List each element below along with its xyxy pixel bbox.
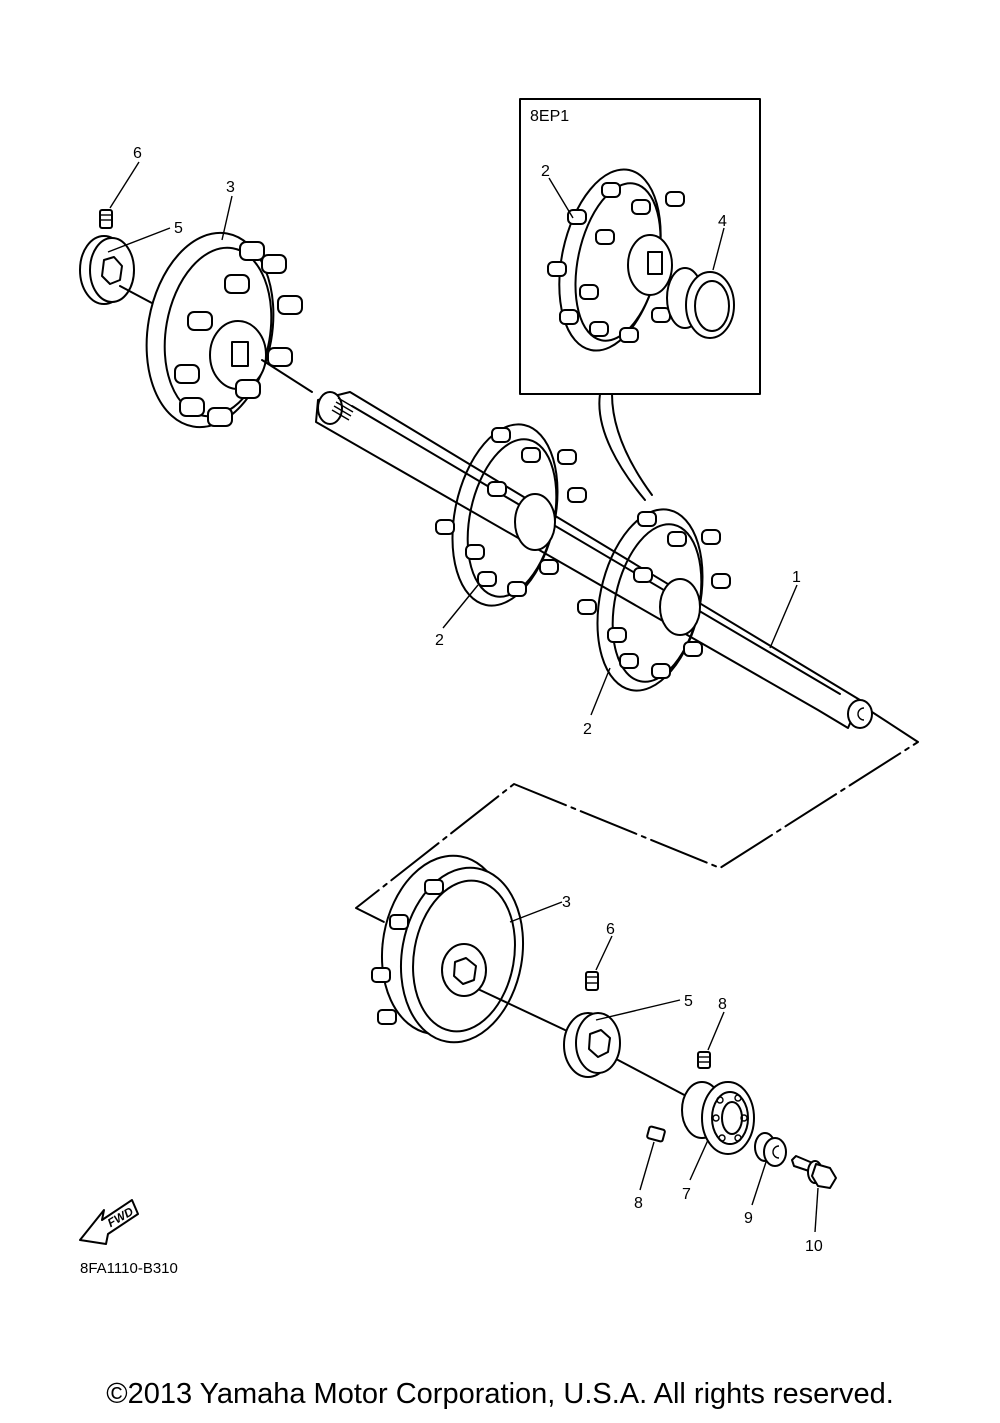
part-code: 8FA1110-B310 [80,1260,178,1277]
drive-sprocket-2-left [435,423,587,607]
leader-2-inset [548,177,574,219]
assembly-line [355,711,919,931]
leader-5-bottom [595,999,681,1021]
callout-2-right: 2 [583,721,592,738]
leader-3-bottom [509,901,563,923]
inset-sprocket [547,168,735,352]
leader-1 [769,584,798,649]
leader-6-bottom [595,935,613,971]
callout-1: 1 [792,569,801,586]
callout-4: 4 [718,213,727,230]
set-screw-6-top [99,209,113,229]
leader-2-left [442,584,479,629]
callout-6-bottom: 6 [606,921,615,938]
callout-8-top: 8 [718,996,727,1013]
set-screw-6-bottom [585,971,599,991]
leader-10 [814,1187,819,1233]
idler-wheel-3-bottom [371,854,525,1044]
callout-2-left: 2 [435,632,444,649]
inset-box: 8EP1 [519,98,761,501]
leader-6-top [109,161,140,209]
drive-shaft-1 [315,391,873,729]
callout-5-bottom: 5 [684,993,693,1010]
collar-5-bottom [563,1012,621,1078]
drive-sprocket-2-right [577,508,731,692]
callout-8-bottom: 8 [634,1195,643,1212]
set-screw-8-top [697,1051,711,1069]
leader-5-top [107,227,171,253]
leader-7 [689,1139,709,1181]
leader-8-bottom [639,1141,655,1191]
callout-3-top: 3 [226,179,235,196]
callout-10: 10 [805,1238,823,1255]
leader-4 [712,227,725,271]
callout-6-top: 6 [133,145,142,162]
fwd-arrow-icon: FWD [79,1199,139,1245]
callout-3-bottom: 3 [562,894,571,911]
bolt-10 [791,1155,837,1189]
leader-3-top [221,195,233,241]
set-screw-8-bottom [646,1125,666,1143]
bearing-7 [681,1081,755,1155]
callout-9: 9 [744,1210,753,1227]
leader-2-right [590,667,611,716]
leader-8-top [707,1011,725,1051]
nut-9 [754,1132,787,1167]
callout-2-inset: 2 [541,163,550,180]
collar-5-top [79,235,135,305]
copyright-text: ©2013 Yamaha Motor Corporation, U.S.A. A… [106,1378,894,1410]
callout-5-top: 5 [174,220,183,237]
inset-label: 8EP1 [530,108,569,125]
idler-wheel-3-top [145,231,303,429]
leader-9 [751,1161,767,1206]
callout-7: 7 [682,1186,691,1203]
